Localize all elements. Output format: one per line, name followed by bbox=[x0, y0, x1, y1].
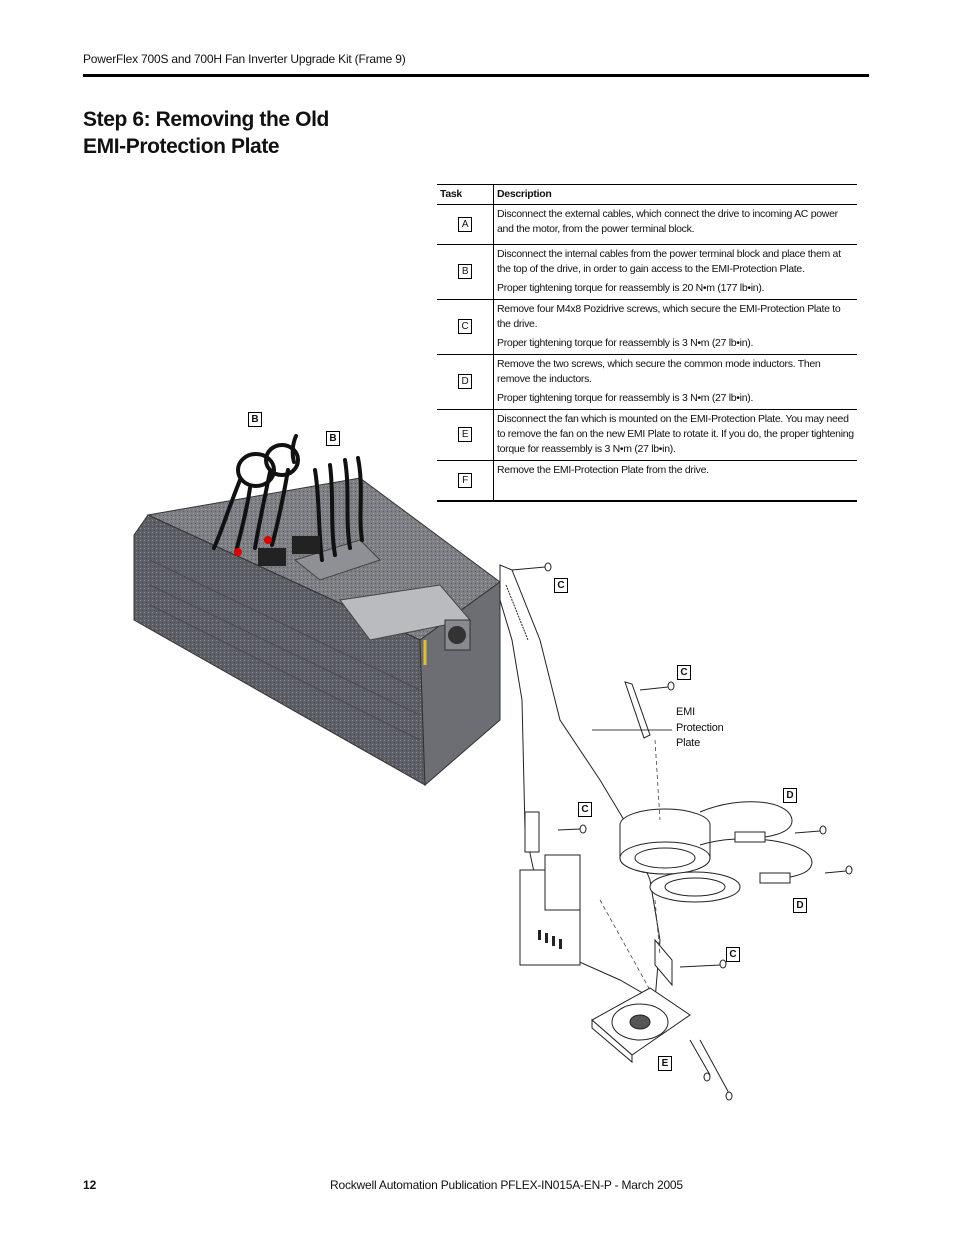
description-cell: Disconnect the external cables, which co… bbox=[493, 204, 857, 245]
task-cell: F bbox=[437, 460, 494, 502]
running-header: PowerFlex 700S and 700H Fan Inverter Upg… bbox=[83, 52, 406, 66]
torque-note: Proper tightening torque for reassembly … bbox=[497, 392, 754, 404]
section-title-line-1: Step 6: Removing the Old bbox=[83, 108, 329, 131]
table-row: C Remove four M4x8 Pozidrive screws, whi… bbox=[437, 299, 857, 355]
page-number: 12 bbox=[83, 1178, 97, 1192]
emi-protection-plate bbox=[499, 564, 661, 1001]
emi-protection-plate-label: EMI Protection Plate bbox=[676, 705, 724, 752]
description-text: Disconnect the fan which is mounted on t… bbox=[497, 413, 854, 455]
callout-b: B bbox=[248, 412, 262, 427]
table-header-row: Task Description bbox=[437, 184, 857, 205]
task-letter: D bbox=[458, 374, 472, 389]
task-letter: B bbox=[458, 264, 472, 279]
callout-c: C bbox=[677, 665, 691, 680]
description-cell: Remove the EMI-Protection Plate from the… bbox=[493, 460, 857, 502]
description-text: Disconnect the external cables, which co… bbox=[497, 208, 838, 235]
callout-e: E bbox=[658, 1056, 672, 1071]
task-cell: C bbox=[437, 299, 494, 355]
callout-c: C bbox=[578, 802, 592, 817]
fan-assembly bbox=[591, 938, 731, 1096]
common-mode-inductors bbox=[619, 801, 813, 903]
table-row: F Remove the EMI-Protection Plate from t… bbox=[437, 460, 857, 502]
task-letter: C bbox=[458, 319, 472, 334]
task-table: Task Description A Disconnect the extern… bbox=[437, 184, 857, 502]
task-cell: A bbox=[437, 204, 494, 245]
task-letter: F bbox=[458, 472, 472, 488]
task-letter: A bbox=[458, 216, 472, 232]
screws bbox=[511, 562, 853, 1101]
description-cell: Disconnect the fan which is mounted on t… bbox=[493, 409, 857, 461]
callout-d: D bbox=[793, 898, 807, 913]
torque-note: Proper tightening torque for reassembly … bbox=[497, 337, 754, 349]
description-text: Remove the EMI-Protection Plate from the… bbox=[497, 464, 709, 476]
description-text: Remove four M4x8 Pozidrive screws, which… bbox=[497, 303, 841, 330]
callout-c: C bbox=[726, 947, 740, 962]
emi-label-line: EMI bbox=[676, 706, 695, 718]
header-rule bbox=[83, 74, 869, 77]
table-row: E Disconnect the fan which is mounted on… bbox=[437, 409, 857, 461]
description-cell: Remove the two screws, which secure the … bbox=[493, 354, 857, 410]
emi-label-line: Protection bbox=[676, 721, 724, 734]
emi-label-line: Plate bbox=[676, 737, 701, 749]
torque-note: Proper tightening torque for reassembly … bbox=[497, 282, 765, 294]
table-row: A Disconnect the external cables, which … bbox=[437, 204, 857, 245]
task-cell: B bbox=[437, 244, 494, 300]
description-cell: Remove four M4x8 Pozidrive screws, which… bbox=[493, 299, 857, 355]
assembly-guide-lines bbox=[599, 739, 661, 991]
column-header-task: Task bbox=[437, 184, 494, 205]
terminal-blocks bbox=[234, 536, 320, 566]
task-letter: E bbox=[458, 427, 472, 442]
section-title-line-2: EMI-Protection Plate bbox=[83, 135, 280, 158]
description-text: Disconnect the internal cables from the … bbox=[497, 248, 841, 275]
description-text: Remove the two screws, which secure the … bbox=[497, 358, 821, 385]
section-title: Step 6: Removing the Old EMI-Protection … bbox=[83, 106, 329, 160]
description-cell: Disconnect the internal cables from the … bbox=[493, 244, 857, 300]
callout-c: C bbox=[554, 578, 568, 593]
table-row: B Disconnect the internal cables from th… bbox=[437, 244, 857, 300]
task-cell: E bbox=[437, 409, 494, 461]
task-cell: D bbox=[437, 354, 494, 410]
drive-enclosure bbox=[133, 477, 501, 787]
callout-d: D bbox=[783, 788, 797, 803]
publication-footer: Rockwell Automation Publication PFLEX-IN… bbox=[330, 1178, 683, 1192]
table-row: D Remove the two screws, which secure th… bbox=[437, 354, 857, 410]
internal-cables bbox=[212, 434, 364, 562]
callout-b: B bbox=[326, 431, 340, 446]
column-header-description: Description bbox=[493, 184, 857, 205]
